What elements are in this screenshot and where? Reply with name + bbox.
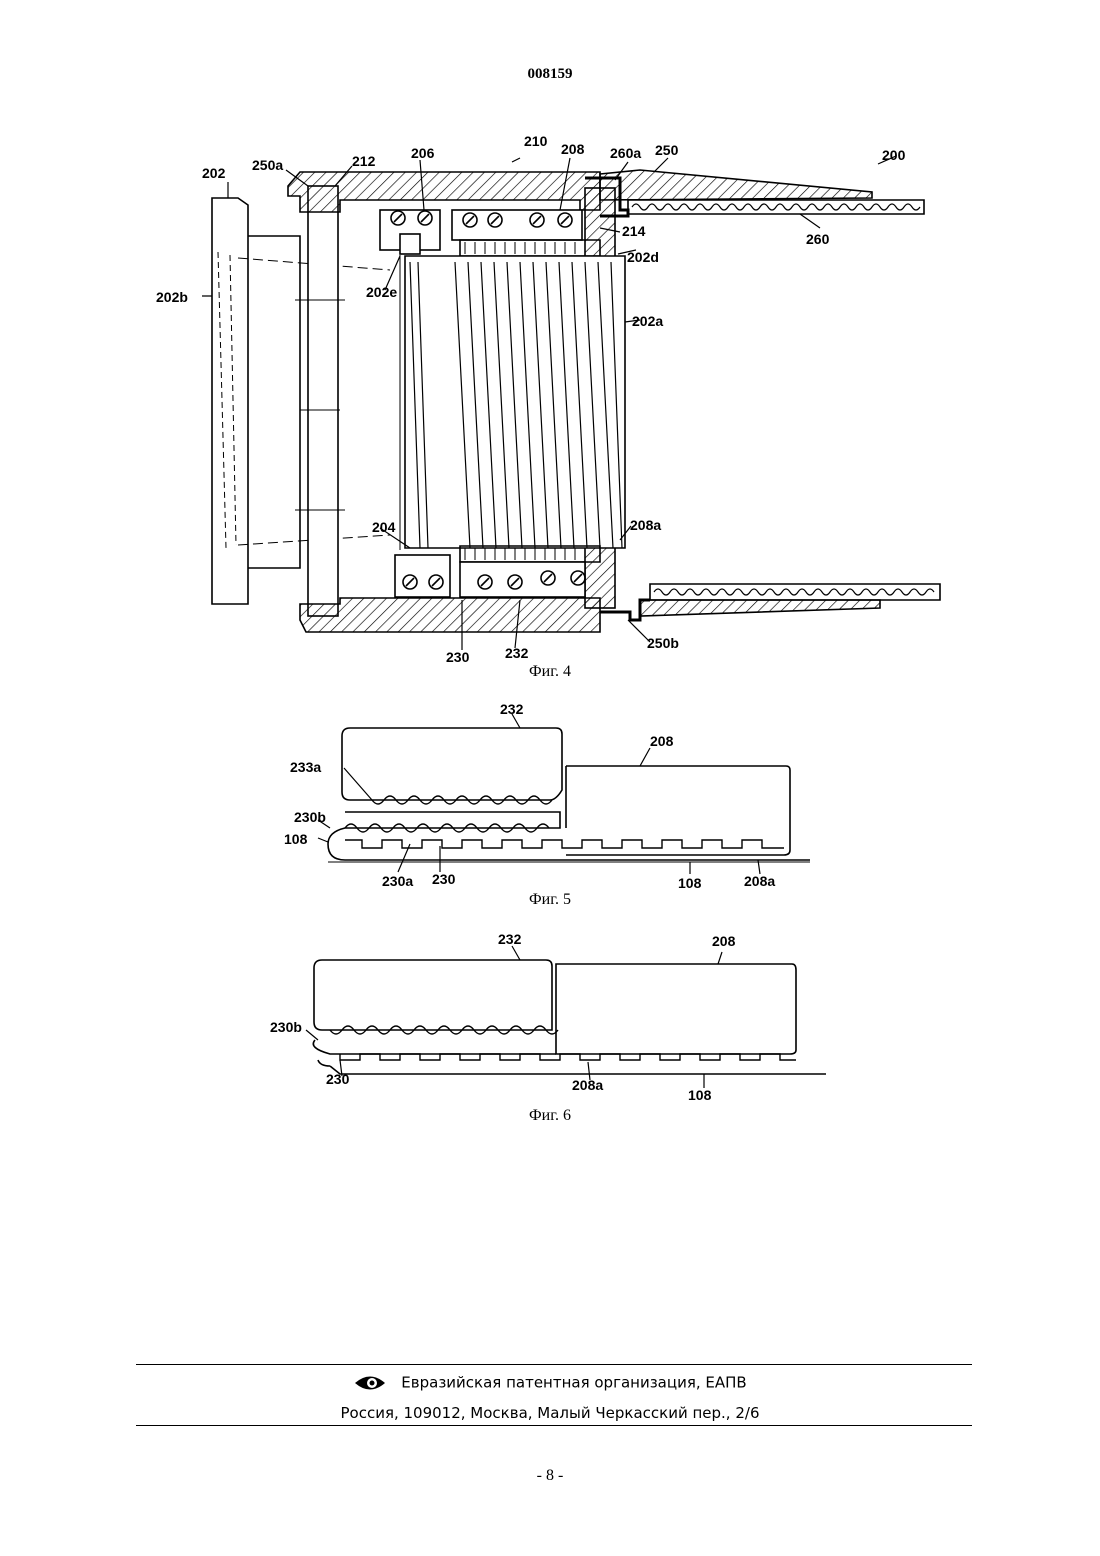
label-208: 208: [650, 733, 674, 749]
footer-address: Россия, 109012, Москва, Малый Черкасский…: [0, 1404, 1100, 1422]
figure-6-caption: Фиг. 6: [529, 1107, 571, 1124]
label-204: 204: [372, 519, 396, 535]
label-208a: 208a: [572, 1077, 603, 1093]
figure-6-drawing: [306, 946, 826, 1088]
label-230: 230: [326, 1071, 350, 1087]
label-208a: 208a: [630, 517, 661, 533]
label-232: 232: [500, 701, 524, 717]
figure-6-labels: 232 208 230b 230 208a 108: [270, 931, 736, 1103]
figure-4-caption: Фиг. 4: [529, 663, 571, 680]
label-232: 232: [498, 931, 522, 947]
label-108-right: 108: [678, 875, 702, 891]
label-108-left: 108: [284, 831, 308, 847]
eapo-eye-logo-icon: [353, 1372, 387, 1394]
label-230a: 230a: [382, 873, 413, 889]
label-208a: 208a: [744, 873, 775, 889]
label-202: 202: [202, 165, 226, 181]
label-200: 200: [882, 147, 906, 163]
label-202a: 202a: [632, 313, 663, 329]
footer-top-rule: [136, 1364, 972, 1365]
label-212: 212: [352, 153, 376, 169]
label-232: 232: [505, 645, 529, 661]
footer-bottom-rule: [136, 1425, 972, 1426]
label-208: 208: [712, 933, 736, 949]
label-250b: 250b: [647, 635, 679, 651]
label-260a: 260a: [610, 145, 641, 161]
label-208: 208: [561, 141, 585, 157]
page-number: - 8 -: [0, 1467, 1100, 1485]
label-202e: 202e: [366, 284, 397, 300]
footer-organization-line: Евразийская патентная организация, ЕАПВ: [0, 1372, 1100, 1394]
label-233a: 233a: [290, 759, 321, 775]
footer-organization: Евразийская патентная организация, ЕАПВ: [401, 1374, 746, 1392]
label-230: 230: [432, 871, 456, 887]
label-260: 260: [806, 231, 830, 247]
label-230b: 230b: [270, 1019, 302, 1035]
label-250a: 250a: [252, 157, 283, 173]
label-250: 250: [655, 142, 679, 158]
label-210: 210: [524, 133, 548, 149]
figure-5-caption: Фиг. 5: [529, 891, 571, 908]
figure-5-drawing: [318, 714, 810, 874]
label-230b: 230b: [294, 809, 326, 825]
label-206: 206: [411, 145, 435, 161]
label-214: 214: [622, 223, 646, 239]
label-230: 230: [446, 649, 470, 665]
label-108: 108: [688, 1087, 712, 1103]
label-202b: 202b: [156, 289, 188, 305]
label-202d: 202d: [627, 249, 659, 265]
